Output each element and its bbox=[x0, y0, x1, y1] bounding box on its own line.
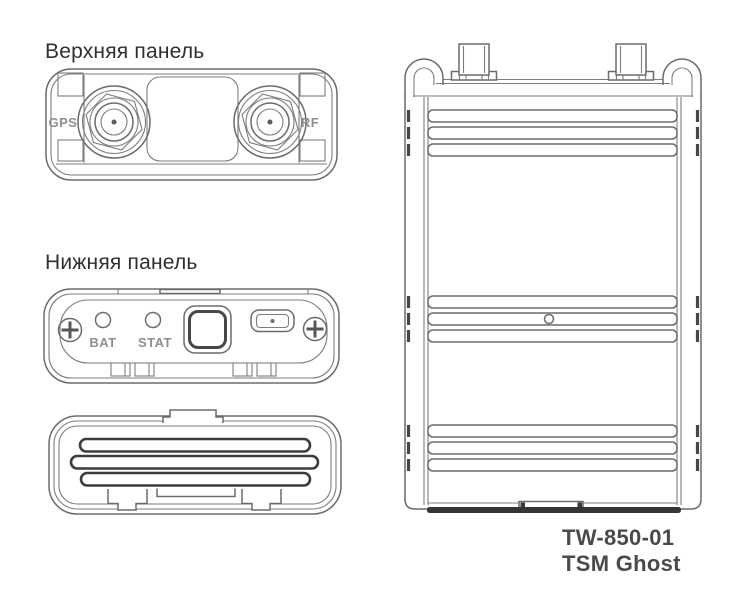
grip-ribs-bottom bbox=[427, 424, 678, 472]
gps-connector-label: GPS bbox=[49, 115, 78, 130]
bottom-panel-drawing: BAT STAT bbox=[43, 288, 340, 384]
bottom-clips bbox=[107, 488, 282, 511]
bottom-panel-section-label: Нижняя панель bbox=[45, 251, 198, 274]
edge-dashes bbox=[406, 110, 700, 471]
rf-sma-connector-icon bbox=[233, 85, 307, 159]
device-model-caption: TW-850-01 TSM Ghost bbox=[562, 525, 681, 577]
grip-ribs-middle bbox=[427, 295, 678, 343]
rf-connector-label: RF bbox=[301, 115, 319, 130]
device-name: TSM Ghost bbox=[562, 551, 681, 576]
antenna-post-right bbox=[607, 43, 655, 81]
status-led bbox=[144, 311, 162, 329]
battery-led bbox=[94, 311, 112, 329]
grip-ribs-top bbox=[427, 109, 678, 157]
top-panel-section-label: Верхняя панель bbox=[45, 40, 205, 63]
screw-left-icon bbox=[57, 317, 83, 343]
gps-sma-connector-icon bbox=[77, 85, 151, 159]
label-recess bbox=[146, 76, 239, 162]
antenna-post-left bbox=[450, 43, 498, 81]
battery-led-label: BAT bbox=[89, 335, 116, 350]
top-horns bbox=[404, 58, 702, 97]
device-model: TW-850-01 bbox=[562, 525, 675, 550]
side-view-drawing bbox=[404, 43, 702, 513]
mounting-tabs bbox=[110, 362, 277, 377]
power-button bbox=[183, 305, 232, 354]
top-panel-drawing: GPS RF bbox=[45, 68, 338, 181]
top-panel-outline bbox=[45, 68, 338, 181]
underside-drawing bbox=[48, 409, 342, 515]
status-led-label: STAT bbox=[138, 335, 172, 350]
underside-outline bbox=[48, 409, 342, 515]
vent-slots bbox=[69, 437, 320, 487]
usb-port bbox=[250, 309, 295, 333]
bottom-panel-outline bbox=[43, 288, 340, 384]
bottom-seal bbox=[427, 500, 681, 513]
screw-right-icon bbox=[302, 316, 328, 342]
side-hole bbox=[543, 313, 555, 325]
